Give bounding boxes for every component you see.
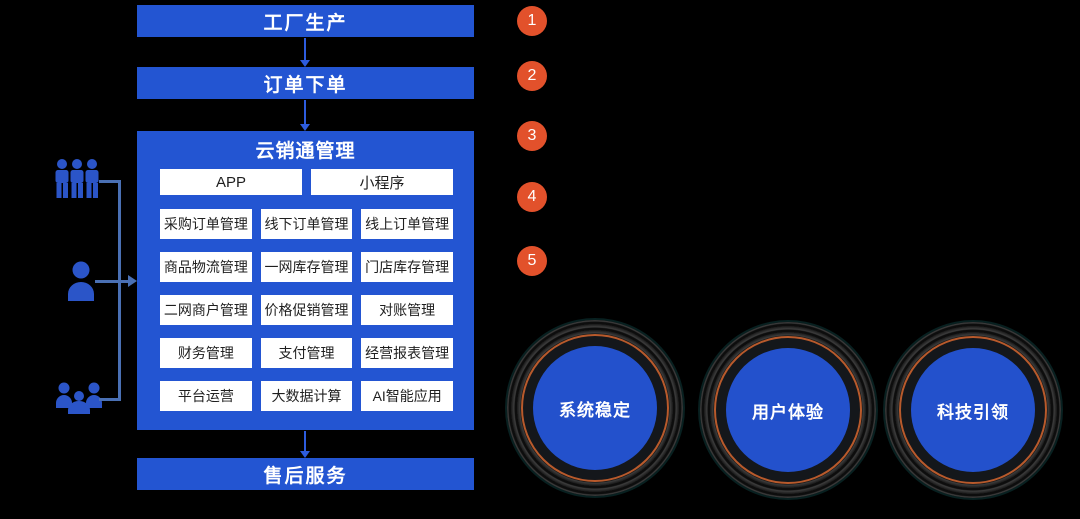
arrowhead-icon: [300, 60, 310, 67]
module-cell: 大数据计算: [260, 381, 353, 411]
value-label: 系统稳定: [533, 346, 657, 470]
arrowhead-icon: [300, 124, 310, 131]
module-cell: 二网商户管理: [160, 295, 252, 325]
bracket-vertical-line: [118, 181, 121, 401]
step-badge-4: 4: [517, 182, 547, 212]
module-cell: 财务管理: [160, 338, 252, 368]
step-badge-5: 5: [517, 246, 547, 276]
bracket-stub-bottom: [99, 398, 121, 401]
tire-circle-user-experience: 用户体验: [700, 322, 876, 498]
management-box-title: 云销通管理: [255, 140, 356, 162]
module-cell: 采购订单管理: [160, 209, 252, 239]
flow-arrow-down-icon: [300, 38, 310, 67]
after-sales-service-bar: 售后服务: [137, 458, 474, 490]
module-cell: 一网库存管理: [260, 252, 353, 282]
step-badge-3: 3: [517, 121, 547, 151]
team-meeting-icon: [55, 382, 103, 414]
value-label: 科技引领: [911, 348, 1035, 472]
channel-app: APP: [160, 169, 302, 195]
module-cell: 价格促销管理: [260, 295, 353, 325]
order-placement-bar: 订单下单: [137, 67, 474, 99]
tire-orange-ring: 用户体验: [714, 336, 862, 484]
module-cell: 对账管理: [361, 295, 454, 325]
module-cell: 平台运营: [160, 381, 252, 411]
channel-row: APP 小程序: [160, 169, 453, 195]
module-row: 商品物流管理 一网库存管理 门店库存管理: [160, 252, 454, 282]
step-badge-2: 2: [517, 61, 547, 91]
management-module-grid: APP 小程序 采购订单管理 线下订单管理 线上订单管理 商品物流管理 一网库存…: [160, 169, 454, 424]
module-cell: AI智能应用: [361, 381, 454, 411]
flow-arrow-down-icon: [300, 431, 310, 458]
customer-icon: [66, 261, 96, 301]
module-cell: 门店库存管理: [361, 252, 454, 282]
tire-orange-ring: 科技引领: [899, 336, 1047, 484]
channel-mini-program: 小程序: [311, 169, 453, 195]
bracket-stub-top: [99, 180, 121, 183]
cloud-sales-management-box: 云销通管理 APP 小程序 采购订单管理 线下订单管理 线上订单管理 商品物流管…: [137, 131, 474, 430]
module-cell: 支付管理: [260, 338, 353, 368]
bracket-arrowhead-icon: [128, 275, 137, 287]
module-cell: 经营报表管理: [361, 338, 454, 368]
module-row: 二网商户管理 价格促销管理 对账管理: [160, 295, 454, 325]
module-row: 平台运营 大数据计算 AI智能应用: [160, 381, 454, 411]
value-label: 用户体验: [726, 348, 850, 472]
arrowhead-icon: [300, 451, 310, 458]
tire-circle-tech-leadership: 科技引领: [885, 322, 1061, 498]
module-cell: 线上订单管理: [361, 209, 454, 239]
module-row: 财务管理 支付管理 经营报表管理: [160, 338, 454, 368]
factory-production-bar: 工厂生产: [137, 5, 474, 37]
step-badge-1: 1: [517, 6, 547, 36]
module-row: 采购订单管理 线下订单管理 线上订单管理: [160, 209, 454, 239]
tire-orange-ring: 系统稳定: [521, 334, 669, 482]
bracket-stub-middle: [95, 280, 129, 283]
tire-circle-system-stability: 系统稳定: [507, 320, 683, 496]
staff-group-icon: [53, 158, 101, 204]
flow-arrow-down-icon: [300, 100, 310, 131]
module-cell: 商品物流管理: [160, 252, 252, 282]
module-cell: 线下订单管理: [260, 209, 353, 239]
